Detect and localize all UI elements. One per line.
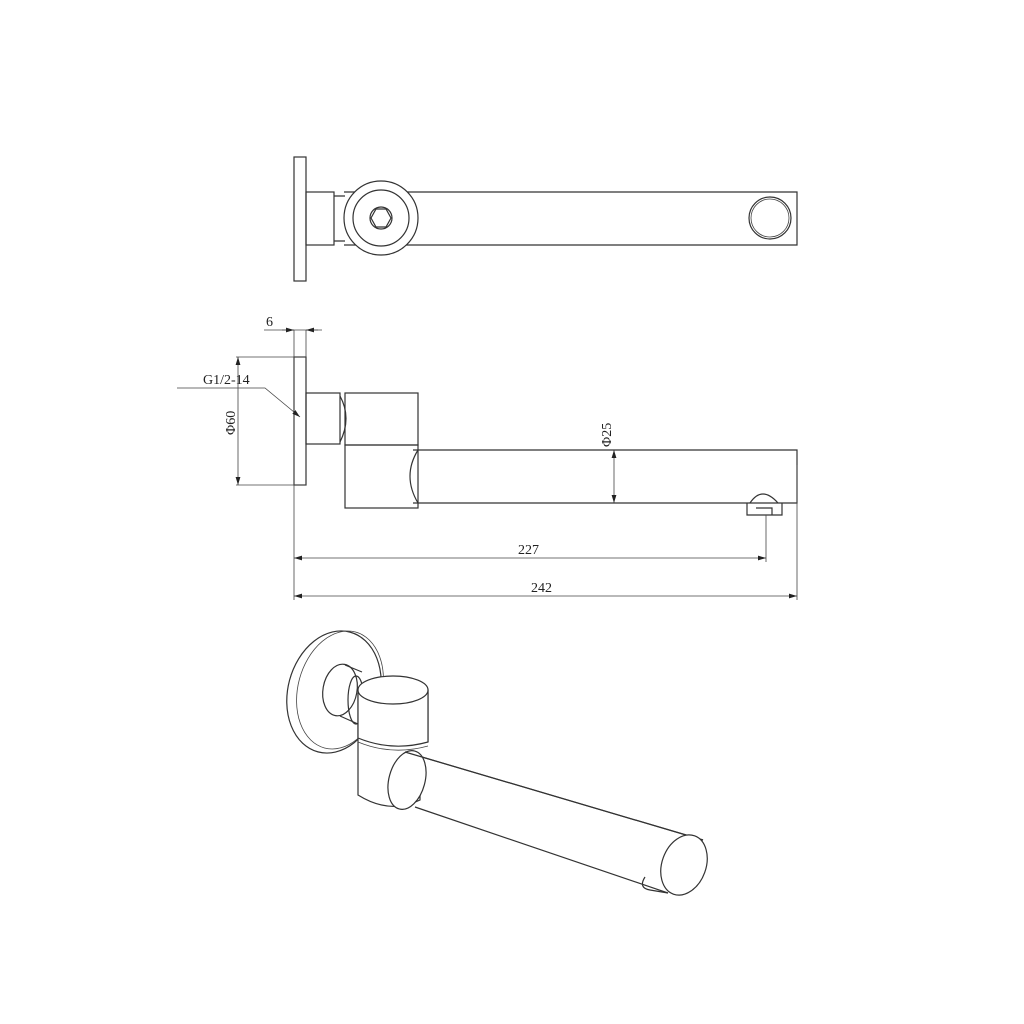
lower-body — [344, 444, 419, 509]
spout — [404, 751, 704, 894]
outlet-circle — [748, 196, 792, 240]
aerator — [641, 876, 669, 894]
top-view — [293, 156, 798, 282]
aerator — [746, 493, 783, 516]
connector-stub — [305, 392, 341, 445]
dim-thread: G1/2-14 — [203, 373, 250, 388]
hex-socket-icon — [370, 208, 392, 228]
dim-plate-diameter: Φ60 — [224, 411, 239, 435]
side-view: 6 Φ60 G1/2-14 Φ25 227 242 — [177, 315, 798, 600]
connector-stub — [305, 191, 335, 246]
upper-body — [344, 392, 419, 446]
connector-stub — [322, 663, 358, 717]
wall-plate — [293, 356, 307, 486]
dim-spout-diameter: Φ25 — [600, 423, 615, 447]
body-inner-circle — [352, 189, 410, 247]
dim-plate-thickness: 6 — [266, 315, 273, 330]
spout-end — [660, 834, 708, 896]
spout-body — [344, 191, 798, 246]
spout — [413, 449, 798, 504]
body-outer-circle — [343, 180, 419, 256]
isometric-view — [286, 630, 708, 896]
dim-outlet-reach: 227 — [518, 543, 539, 558]
wall-plate — [293, 156, 307, 282]
body-top — [357, 675, 429, 705]
dim-overall-length: 242 — [531, 581, 552, 596]
